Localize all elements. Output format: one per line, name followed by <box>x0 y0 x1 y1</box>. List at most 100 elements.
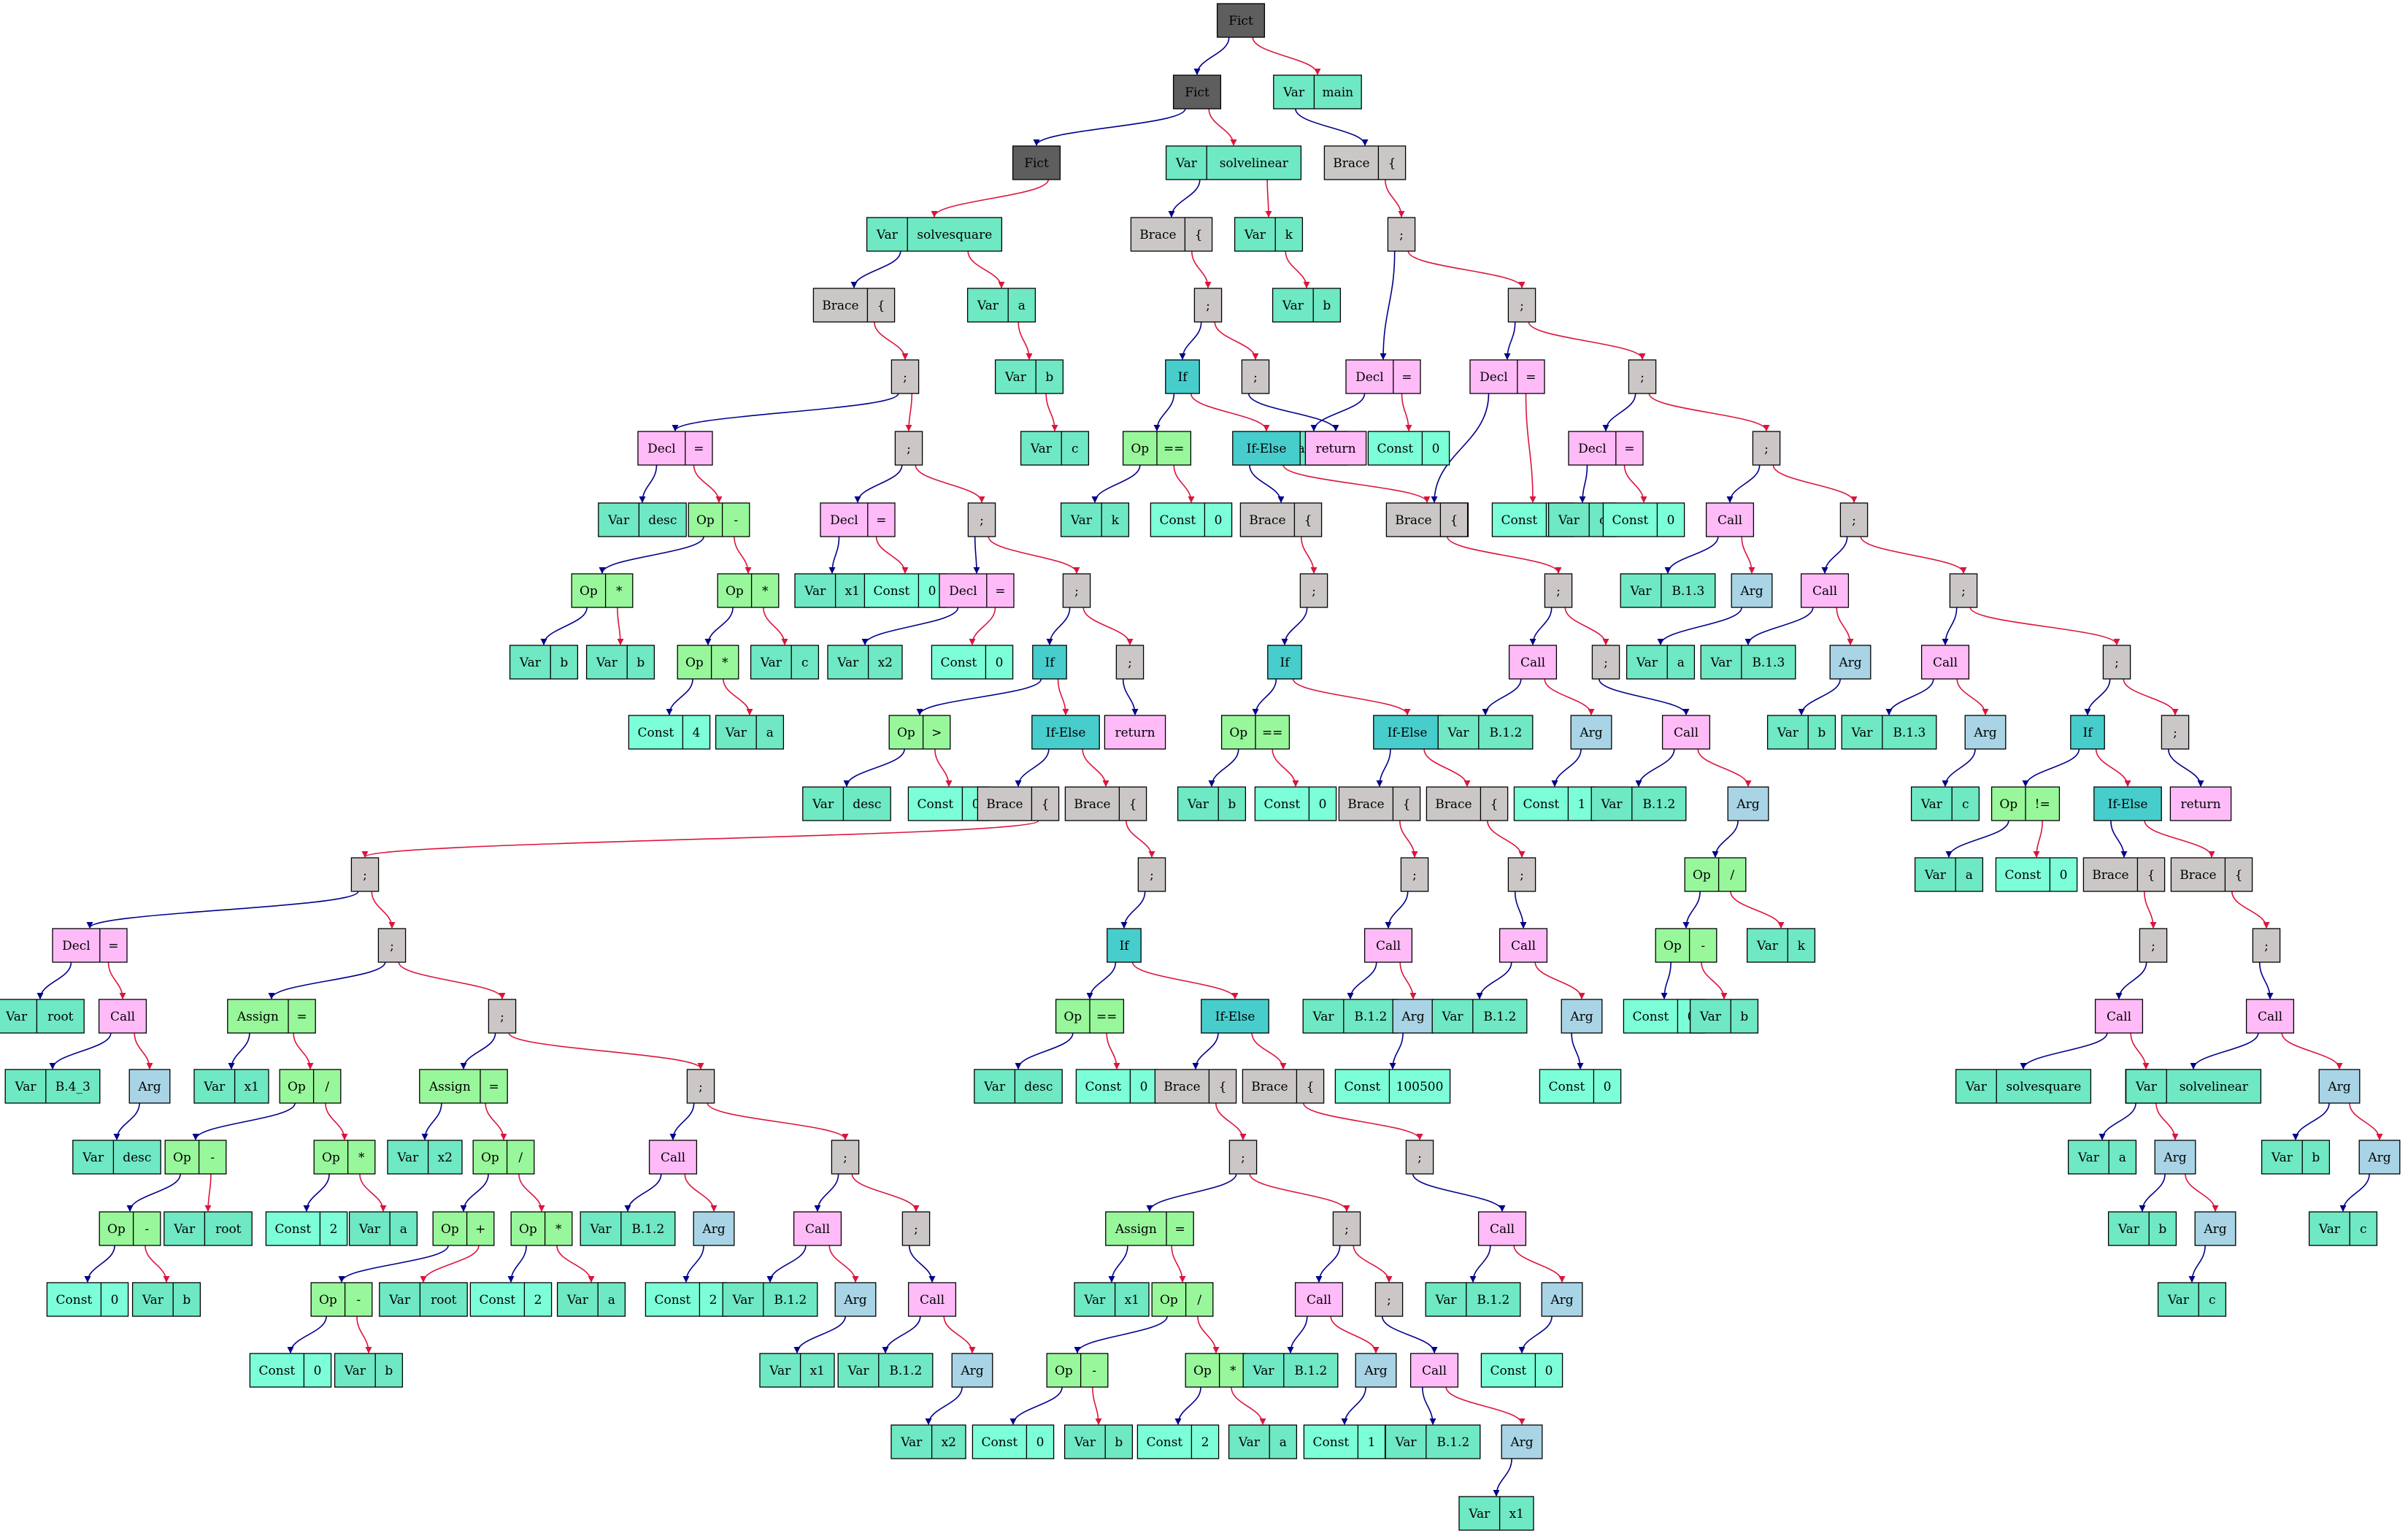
node-value-label: B.4_3 <box>55 1080 91 1094</box>
node-call: Call <box>648 1140 698 1175</box>
node-box <box>1151 1282 1214 1317</box>
edge-right <box>967 250 1005 288</box>
node-kind-label: Call <box>110 1010 135 1024</box>
node-value-label: { <box>1307 1080 1315 1094</box>
node-kind-label: Const <box>638 726 674 740</box>
node-box <box>1602 502 1685 537</box>
node-kind-label: Brace <box>1395 513 1431 528</box>
node-box <box>1115 645 1145 680</box>
node-box <box>1234 217 1304 252</box>
node-value-label: = <box>995 584 1005 599</box>
node-box <box>350 857 380 892</box>
node-seq: ; <box>1949 573 1978 608</box>
edge-right <box>1018 321 1033 360</box>
node-kind-label: ; <box>1418 1151 1422 1165</box>
node-kind-label: ; <box>1345 1222 1349 1237</box>
edge-right <box>2130 1032 2150 1070</box>
node-box <box>1385 502 1469 537</box>
edge-left <box>1598 678 1690 715</box>
node-op-plus: Op+ <box>432 1211 495 1246</box>
node-value-label: B.1.2 <box>631 1222 664 1237</box>
node-kind-label: Var <box>2271 1151 2293 1165</box>
node-call: Call <box>1705 502 1755 537</box>
node-box <box>967 502 996 537</box>
node-seq: ; <box>901 1211 931 1246</box>
node-value-label: a <box>1966 868 1973 883</box>
node-kind-label: Var <box>977 299 999 313</box>
node-kind-label: ; <box>2151 939 2155 953</box>
node-box <box>1272 288 1342 323</box>
node-box <box>812 288 896 323</box>
node-kind-label: Var <box>804 584 826 599</box>
node-seq: ; <box>2102 645 2131 680</box>
edge-right <box>2155 1102 2179 1140</box>
node-value-label: > <box>931 726 942 740</box>
node-kind-label: Arg <box>1401 1010 1424 1024</box>
node-kind-label: Arg <box>2163 1151 2186 1165</box>
edge-left <box>1945 820 2009 858</box>
node-value-label: a <box>1677 656 1685 670</box>
node-kind-label: Var <box>1636 656 1658 670</box>
node-brace-lbrace: Brace{ <box>2082 857 2166 892</box>
node-kind-label: If <box>1177 370 1188 385</box>
node-box <box>750 645 820 680</box>
edge-left <box>828 536 840 574</box>
node-brace-lbrace: Brace{ <box>2170 857 2253 892</box>
node-box <box>1165 145 1302 180</box>
node-kind-label: Const <box>1490 1364 1527 1378</box>
node-kind-label: ; <box>2264 939 2269 953</box>
node-box <box>279 1069 342 1104</box>
node-value-label: = <box>876 513 886 528</box>
node-box <box>1746 928 1816 963</box>
node-seq: ; <box>2252 928 2281 963</box>
edge-right <box>1082 607 1134 645</box>
node-box <box>977 786 1060 821</box>
edge-left <box>49 1032 112 1070</box>
node-kind-label: Decl <box>830 513 858 528</box>
node-call: Call <box>1409 1353 1459 1388</box>
node-kind-label: Var <box>1468 1507 1490 1521</box>
node-seq: ; <box>377 928 407 963</box>
node-kind-label: ; <box>1241 1151 1245 1165</box>
node-kind-label: Op <box>1663 939 1682 953</box>
node-seq: ; <box>891 359 920 394</box>
node-value-label: { <box>1304 513 1312 528</box>
edge-left <box>1745 607 1814 645</box>
node-box <box>1064 786 1147 821</box>
node-kind-label: Arg <box>1973 726 1996 740</box>
node-box <box>888 715 951 750</box>
node-box <box>2169 786 2232 821</box>
node-box <box>1232 431 1301 466</box>
edge-right <box>361 820 1039 858</box>
edge-right <box>1697 748 1752 787</box>
node-kind-label: Const <box>2005 868 2042 883</box>
node-value-label: b <box>2312 1151 2320 1165</box>
edge-right <box>1385 179 1405 218</box>
node-value-label: { <box>1450 513 1458 528</box>
edge-left <box>1153 393 1175 431</box>
node-kind-label: Op <box>319 1293 337 1307</box>
edge-right <box>1564 607 1609 645</box>
node-value-label: 2 <box>330 1222 338 1237</box>
node-box <box>585 645 655 680</box>
edge-right <box>356 1316 372 1353</box>
edge-left <box>854 464 903 503</box>
node-kind-label: Decl <box>647 442 676 456</box>
edge-left <box>228 1032 250 1070</box>
edge-right <box>1197 1316 1220 1353</box>
node-seq: ; <box>967 502 996 537</box>
node-if: If <box>2070 715 2105 750</box>
node-op-minus: Op- <box>1655 928 1717 963</box>
edge-left <box>1380 250 1396 360</box>
edge-left <box>1108 1245 1128 1283</box>
node-kind-label: Call <box>1490 1222 1515 1237</box>
node-value-label: == <box>1096 1010 1118 1024</box>
edge-right <box>828 1245 859 1283</box>
